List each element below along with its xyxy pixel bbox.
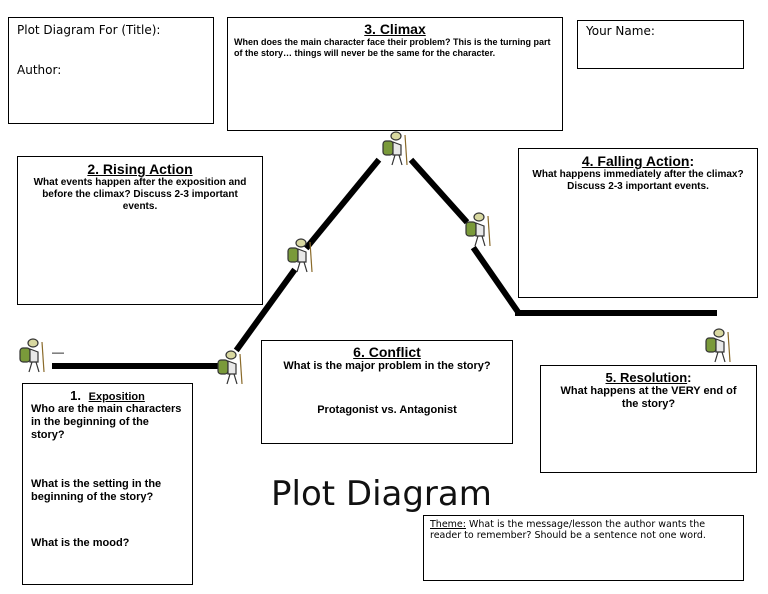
- resolution-heading: 5. Resolution: [605, 370, 688, 385]
- exposition-number: 1.: [70, 388, 81, 403]
- hiker-icon: [287, 238, 313, 273]
- falling-action-prompt: What happens immediately after the clima…: [532, 169, 744, 192]
- hiker-icon: [217, 350, 243, 385]
- hiker-icon: [465, 212, 491, 247]
- name-box[interactable]: Your Name:: [577, 20, 744, 69]
- title-label: Plot Diagram For (Title):: [17, 23, 161, 37]
- conflict-heading: 6. Conflict: [353, 344, 421, 360]
- exposition-q2: What is the setting in the beginning of …: [31, 478, 162, 503]
- author-label: Author:: [17, 63, 62, 77]
- exposition-heading: Exposition: [88, 391, 145, 403]
- dash-mark: —: [52, 345, 64, 359]
- title-box[interactable]: Plot Diagram For (Title): Author:: [8, 17, 214, 124]
- theme-label: Theme:: [430, 519, 466, 530]
- falling-action-heading: 4. Falling Action: [581, 153, 690, 169]
- hiker-icon: [705, 328, 731, 363]
- climax-box[interactable]: 3. Climax When does the main character f…: [227, 17, 563, 131]
- name-label: Your Name:: [586, 24, 655, 38]
- rising-action-prompt: What events happen after the exposition …: [33, 177, 247, 212]
- resolution-prompt: What happens at the VERY end of the stor…: [560, 385, 737, 410]
- climax-prompt: When does the main character face their …: [234, 37, 551, 58]
- rising-action-box[interactable]: 2. Rising Action What events happen afte…: [17, 156, 263, 305]
- resolution-colon: :: [687, 370, 692, 385]
- hiker-icon: [382, 131, 408, 166]
- falling-action-colon: :: [689, 153, 695, 169]
- exposition-box[interactable]: 1. Exposition Who are the main character…: [22, 383, 193, 585]
- exposition-q3: What is the mood?: [31, 537, 130, 549]
- exposition-q1: Who are the main characters in the begin…: [31, 403, 182, 441]
- page-title: Plot Diagram: [271, 474, 492, 514]
- theme-prompt: What is the message/lesson the author wa…: [430, 519, 706, 541]
- theme-box[interactable]: Theme: What is the message/lesson the au…: [423, 515, 744, 581]
- conflict-subtext: Protagonist vs. Antagonist: [317, 404, 457, 416]
- climax-heading: 3. Climax: [364, 21, 426, 37]
- rising-action-heading: 2. Rising Action: [87, 161, 193, 177]
- conflict-prompt: What is the major problem in the story?: [283, 360, 491, 372]
- resolution-box[interactable]: 5. Resolution: What happens at the VERY …: [540, 365, 757, 473]
- conflict-box[interactable]: 6. Conflict What is the major problem in…: [261, 340, 513, 444]
- falling-action-box[interactable]: 4. Falling Action: What happens immediat…: [518, 148, 758, 298]
- hiker-icon: [19, 338, 45, 373]
